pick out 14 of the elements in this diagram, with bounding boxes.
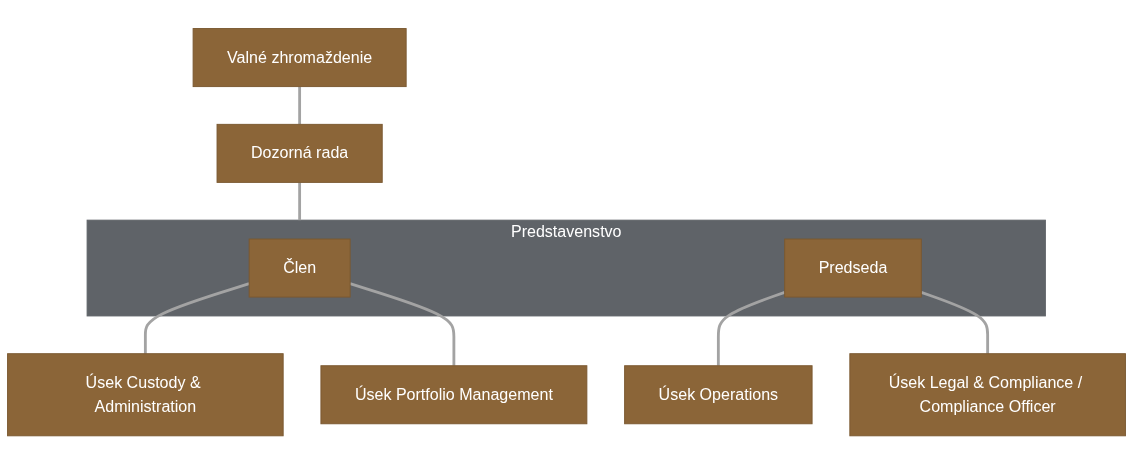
connector (920, 291, 990, 354)
connector (716, 291, 786, 367)
connector (143, 282, 250, 354)
node-box: Člen (248, 238, 351, 298)
connector (298, 86, 302, 125)
node-box: Predseda (784, 238, 922, 298)
node-box: Úsek Legal & Compliance / Compliance Officer (849, 353, 1126, 437)
connector (298, 182, 302, 221)
node-box: Dozorná rada (216, 124, 383, 184)
node-box: Úsek Custody & Administration (7, 353, 284, 437)
node-box: Valné zhromaždenie (192, 28, 407, 88)
node-box: Úsek Operations (624, 365, 813, 425)
connector (349, 282, 456, 367)
node-box: Úsek Portfolio Management (320, 365, 588, 425)
